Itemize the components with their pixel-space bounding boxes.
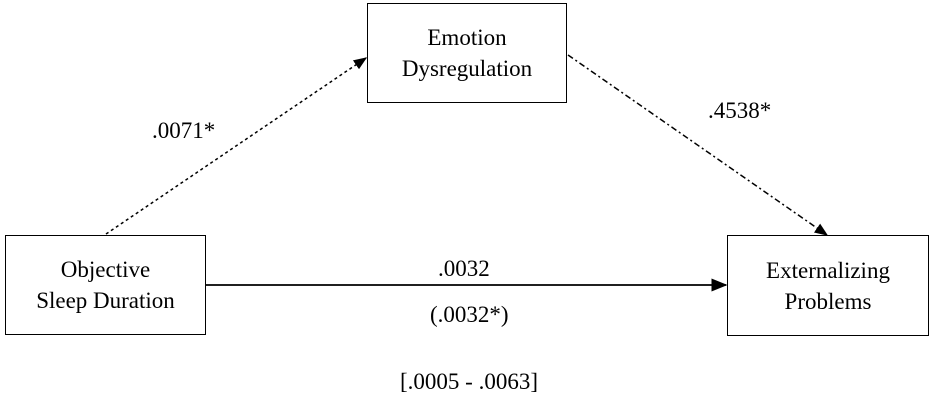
confidence-interval: [.0005 - .0063] — [400, 369, 538, 394]
path-a-coefficient: .0071* — [152, 118, 216, 143]
path-a-arrow — [105, 57, 368, 235]
outcome-label-line1: Externalizing — [766, 257, 890, 283]
outcome-box: Externalizing Problems — [727, 235, 929, 336]
predictor-label-line2: Sleep Duration — [36, 288, 175, 313]
mediator-box: Emotion Dysregulation — [367, 3, 567, 103]
path-b-arrow — [567, 54, 829, 236]
mediator-label-line1: Emotion — [427, 25, 507, 50]
total-effect-coefficient: (.0032*) — [430, 302, 509, 327]
predictor-box: Objective Sleep Duration — [5, 235, 206, 335]
predictor-label-line1: Objective — [60, 257, 151, 282]
outcome-label-line2: Problems — [784, 288, 872, 314]
mediator-label-line2: Dysregulation — [401, 56, 533, 81]
path-b-coefficient: .4538* — [708, 98, 772, 123]
direct-effect-coefficient: .0032 — [438, 256, 490, 281]
